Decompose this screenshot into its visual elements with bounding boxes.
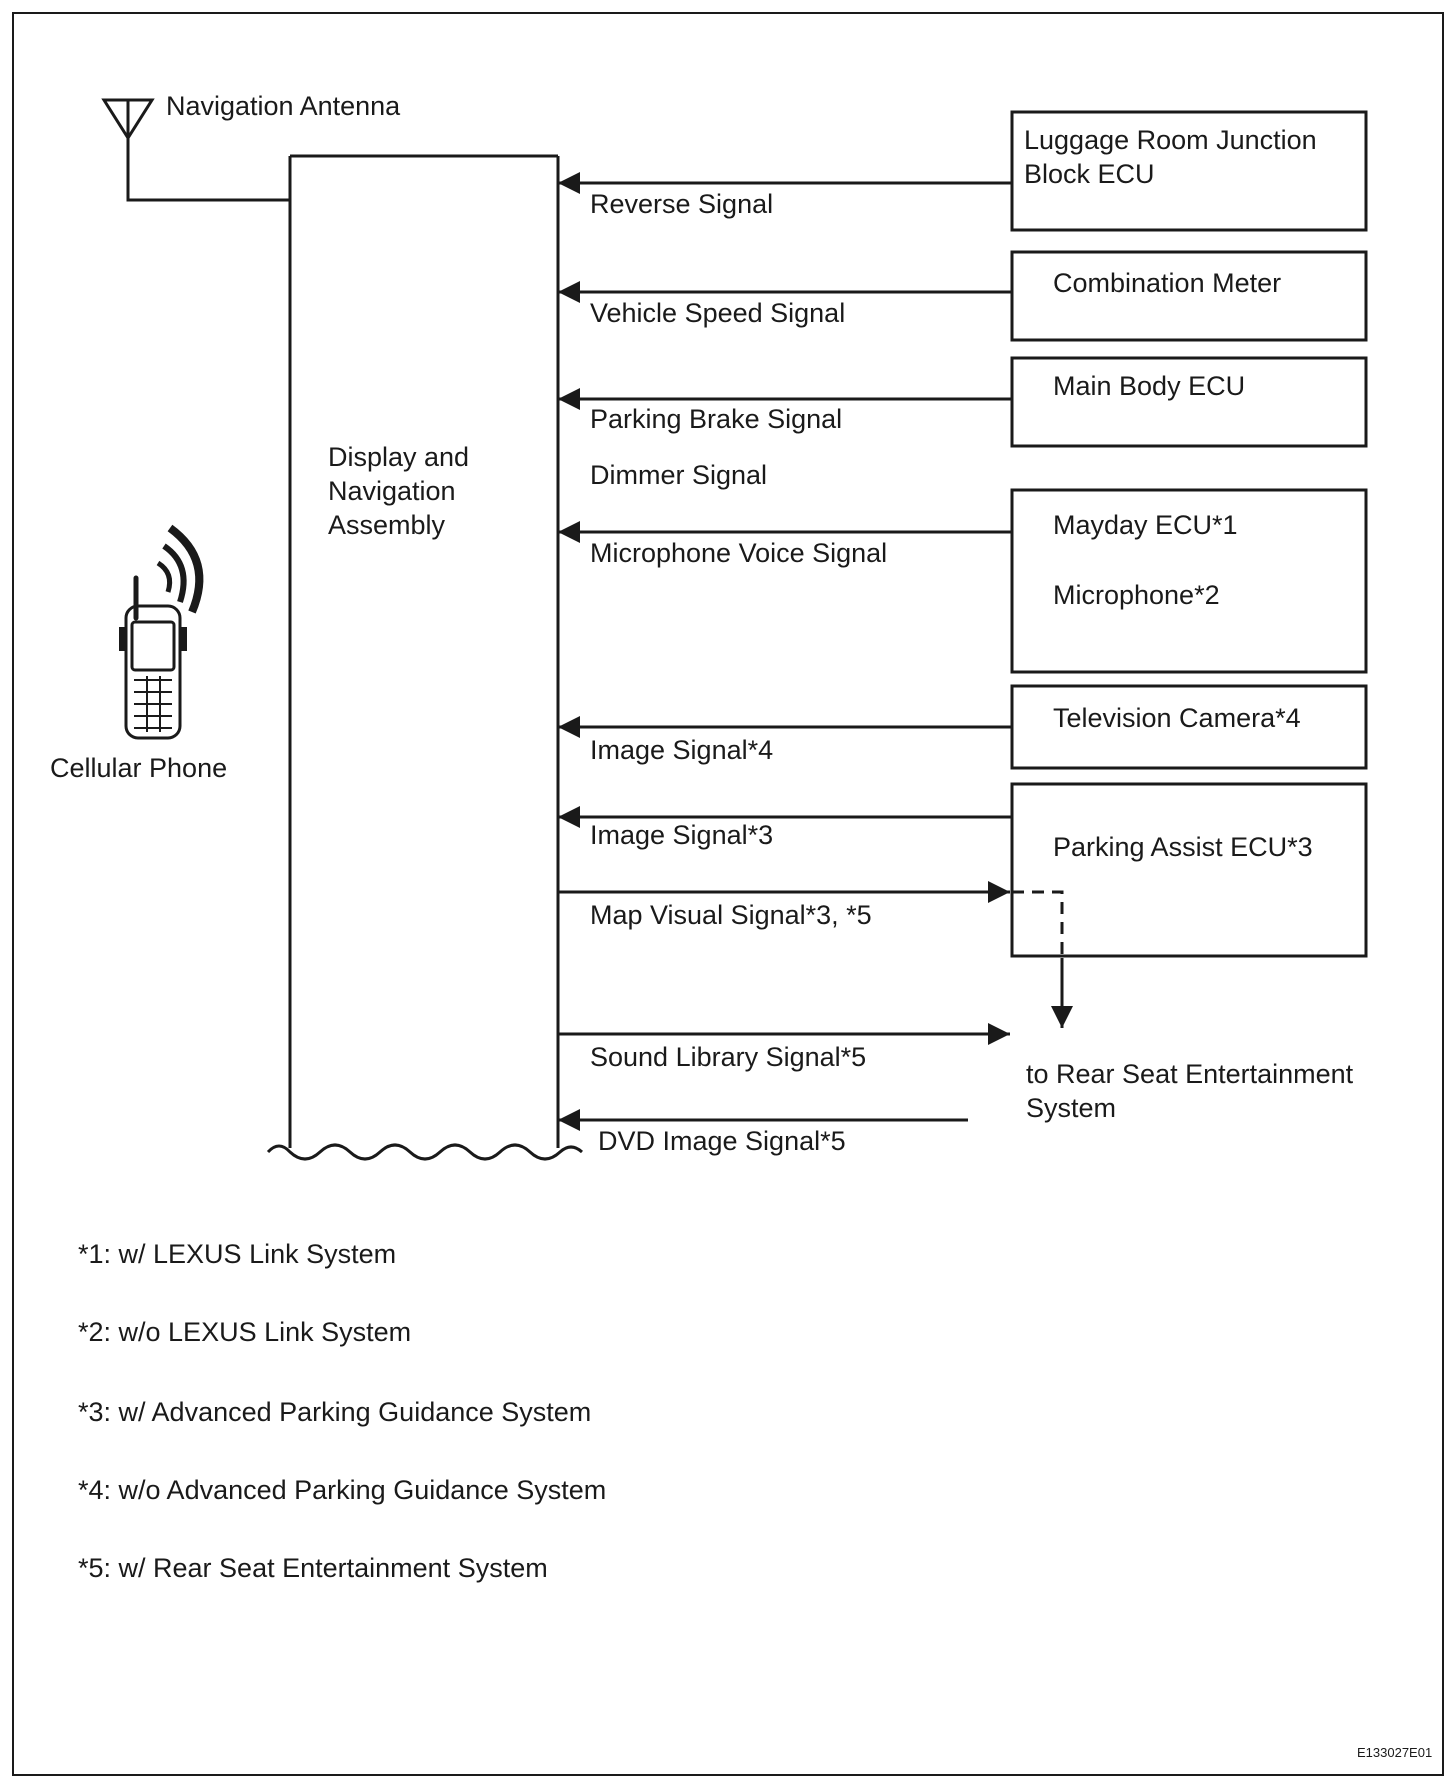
footnote-1: *1: w/ LEXUS Link System: [78, 1239, 397, 1269]
diagram-frame: [12, 12, 1444, 1776]
figure-code: E133027E01: [1357, 1745, 1433, 1760]
parking-assist-ecu-label: Parking Assist ECU*3: [1053, 832, 1313, 862]
luggage-room-junction-block-ecu-box: [1010, 110, 1368, 232]
cellular-phone-icon: [119, 524, 204, 740]
parking-assist-ecu-box: [1010, 782, 1368, 958]
television-camera-label: Television Camera*4: [1053, 703, 1301, 733]
reverse-signal-label: Reverse Signal: [590, 189, 774, 219]
mayday-ecu-box: [1010, 488, 1368, 674]
footnote-3: *3: w/ Advanced Parking Guidance System: [78, 1397, 592, 1427]
rear-seat-dashed-route: [1012, 890, 1064, 960]
microphone-label: Microphone*2: [1053, 580, 1220, 610]
parking-brake-signal-label: Parking Brake Signal: [590, 404, 843, 434]
cellular-phone-label: Cellular Phone: [50, 753, 228, 783]
navigation-antenna-label: Navigation Antenna: [166, 91, 401, 121]
image-signal-3-label: Image Signal*3: [590, 820, 774, 850]
luggage-room-junction-block-ecu-label: Luggage Room Junction Block ECU: [1024, 125, 1317, 189]
main-body-ecu-label: Main Body ECU: [1053, 371, 1246, 401]
rear-seat-entertainment-label: to Rear Seat Entertainment System: [1026, 1059, 1354, 1123]
combination-meter-label: Combination Meter: [1053, 268, 1282, 298]
main-body-ecu-box: [1010, 356, 1368, 448]
mayday-ecu-label: Mayday ECU*1: [1053, 510, 1238, 540]
antenna-icon: [101, 98, 290, 202]
vehicle-speed-signal-label: Vehicle Speed Signal: [590, 298, 846, 328]
image-signal-4-label: Image Signal*4: [590, 735, 774, 765]
dimmer-signal-label: Dimmer Signal: [590, 460, 768, 490]
combination-meter-box: [1010, 250, 1368, 342]
map-visual-signal-label: Map Visual Signal*3, *5: [590, 900, 872, 930]
microphone-voice-signal-label: Microphone Voice Signal: [590, 538, 888, 568]
sound-library-signal-label: Sound Library Signal*5: [590, 1042, 867, 1072]
footnote-2: *2: w/o LEXUS Link System: [78, 1317, 412, 1347]
footnote-5: *5: w/ Rear Seat Entertainment System: [78, 1553, 548, 1583]
dvd-image-signal-label: DVD Image Signal*5: [598, 1126, 846, 1156]
display-navigation-assembly-box: [266, 154, 584, 1161]
display-navigation-assembly-label: Display and Navigation Assembly: [328, 442, 470, 540]
footnote-4: *4: w/o Advanced Parking Guidance System: [78, 1475, 607, 1505]
